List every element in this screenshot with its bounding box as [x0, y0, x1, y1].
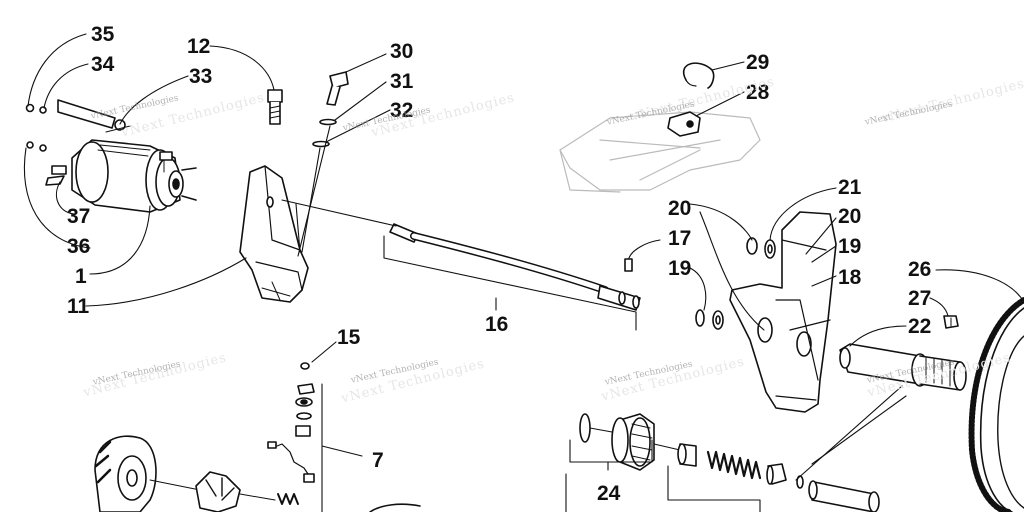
callout-29: 29: [746, 51, 770, 74]
callout-12: 12: [187, 35, 211, 58]
connector-36-37: [45, 165, 67, 186]
ghost-bracket-background: [559, 111, 761, 193]
callout-33: 33: [189, 65, 213, 88]
callout-16: 16: [485, 313, 509, 336]
ring-gear-26: [968, 297, 1024, 512]
callout-19-right: 19: [838, 235, 862, 258]
washer-31: [319, 118, 337, 126]
shaft-22: [839, 343, 967, 391]
callout-34: 34: [91, 53, 115, 76]
drive-tube: [808, 480, 880, 512]
spacer-sleeve: [677, 443, 697, 467]
wiring-hardware-7: [267, 362, 315, 483]
callout-31: 31: [390, 70, 414, 93]
callout-32: 32: [390, 99, 414, 122]
starter-cable: [389, 223, 641, 311]
callout-35: 35: [91, 23, 115, 46]
callout-24: 24: [597, 482, 621, 505]
callout-26: 26: [908, 258, 932, 281]
shaft-line-a: [653, 443, 681, 451]
callout-19-left: 19: [668, 257, 692, 280]
small-spring: [277, 493, 299, 505]
clamp-28: [667, 111, 701, 137]
callout-15: 15: [337, 326, 361, 349]
callout-28: 28: [746, 81, 770, 104]
callout-37: 37: [67, 205, 91, 228]
callout-18: 18: [838, 266, 862, 289]
bolt-30: [326, 71, 349, 106]
nut-washer-34-35: [25, 103, 47, 152]
pin-17: [624, 258, 633, 272]
callout-11: 11: [67, 295, 90, 318]
starter-motor: [71, 139, 197, 213]
callout-27: 27: [908, 287, 932, 310]
screw-27: [943, 315, 959, 329]
leader-lines: [23, 33, 1024, 512]
clip-29: [682, 62, 715, 89]
drive-washer: [579, 413, 613, 443]
shaft-line-c: [239, 493, 276, 501]
callout-17: 17: [668, 227, 692, 250]
callout-20-left: 20: [668, 197, 692, 220]
bolt-12: [267, 89, 283, 125]
collar: [766, 463, 787, 485]
drive-spring: [706, 450, 762, 480]
bracket-18: [729, 211, 837, 413]
callout-20-right: 20: [838, 205, 862, 228]
callout-30: 30: [390, 40, 414, 63]
callout-22: 22: [908, 315, 932, 338]
callout-7: 7: [372, 449, 384, 472]
recoil-housing: [94, 435, 157, 512]
terminal-strap: [57, 99, 131, 133]
callout-36: 36: [67, 235, 91, 258]
impeller: [195, 471, 241, 512]
callout-1: 1: [75, 265, 87, 288]
lower-edge-part: [369, 503, 421, 512]
callout-21: 21: [838, 176, 862, 199]
starter-mount-bracket: [239, 165, 309, 303]
pinion-24: [611, 413, 655, 471]
